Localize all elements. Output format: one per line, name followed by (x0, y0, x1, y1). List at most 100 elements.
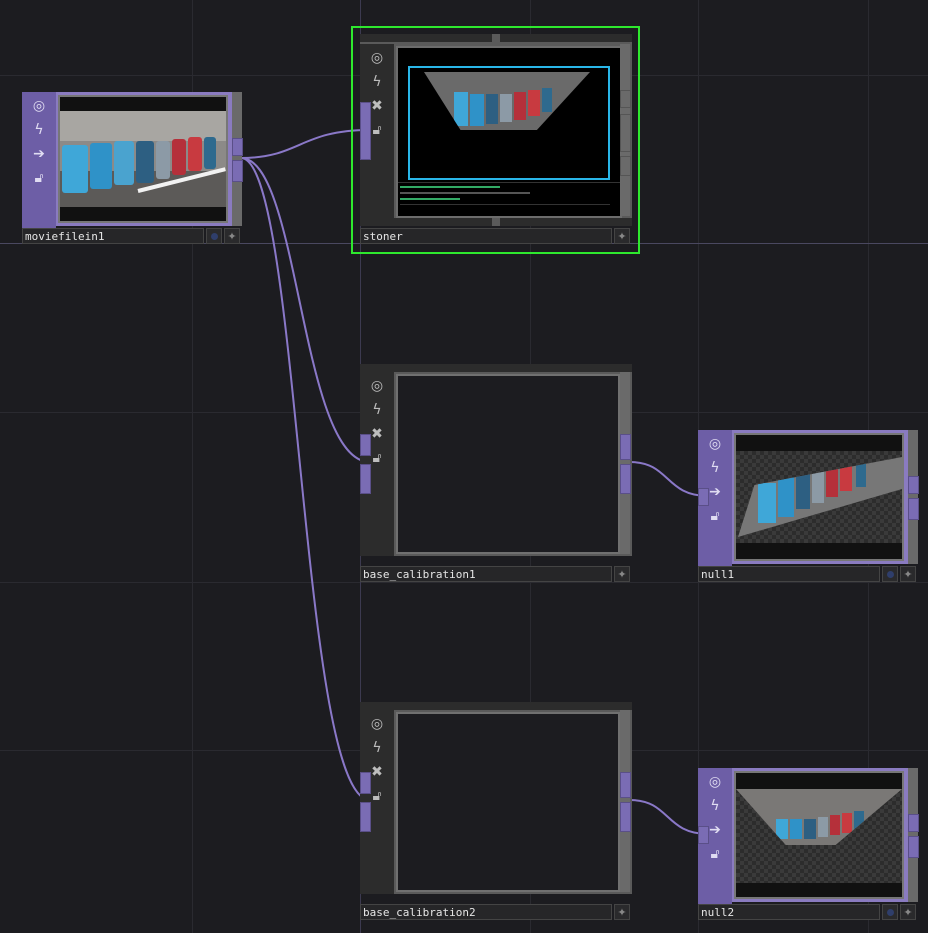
lock-icon[interactable]: 🔓︎ (372, 788, 382, 804)
output-connector[interactable] (620, 434, 631, 460)
node-viewer[interactable] (734, 433, 904, 561)
wire-base-calibration1-null1 (629, 461, 709, 497)
viewer-dot-icon (886, 908, 894, 916)
node-label[interactable]: null1 (698, 566, 880, 582)
viewer-toggle-button[interactable] (206, 228, 222, 244)
wire-base-calibration2-null2 (629, 799, 709, 835)
lock-icon[interactable]: 🔓︎ (34, 170, 44, 186)
viewer-active-icon[interactable]: ◎ (32, 98, 46, 114)
input-connector[interactable] (360, 772, 371, 794)
node-options-button[interactable]: ✦ (900, 904, 916, 920)
top-tab (500, 34, 632, 42)
output-connector[interactable] (620, 802, 631, 832)
lock-icon[interactable]: 🔓︎ (710, 508, 720, 524)
bypass-icon[interactable]: ϟ (372, 402, 382, 418)
display-arrow-icon[interactable]: ➔ (709, 822, 721, 838)
node-label[interactable]: base_calibration2 (360, 904, 612, 920)
cook-clear-icon[interactable]: ✖ (371, 764, 383, 780)
bypass-icon[interactable]: ϟ (372, 74, 382, 90)
output-connector[interactable] (620, 464, 631, 494)
node-stoner[interactable]: ◎ ϟ ✖ 🔓︎ stoner ✦ (360, 34, 632, 246)
bypass-icon[interactable]: ϟ (372, 740, 382, 756)
node-options-button[interactable]: ✦ (900, 566, 916, 582)
lock-icon[interactable]: 🔓︎ (710, 846, 720, 862)
viewer-active-icon[interactable]: ◎ (370, 378, 384, 394)
node-null2[interactable]: ◎ ϟ ➔ 🔓︎ null2 ✦ (698, 768, 919, 920)
viewer-dot-icon (210, 232, 218, 240)
selection-highlight (351, 26, 640, 254)
input-connector[interactable] (360, 802, 371, 832)
bottom-tab (500, 218, 632, 226)
output-connector[interactable] (908, 814, 919, 832)
viewer-active-icon[interactable]: ◎ (708, 436, 722, 452)
input-connector[interactable] (698, 488, 709, 506)
output-connector[interactable] (620, 156, 631, 176)
output-strip (620, 372, 630, 554)
input-connector[interactable] (360, 464, 371, 494)
viewer-active-icon[interactable]: ◎ (708, 774, 722, 790)
node-label[interactable]: stoner (360, 228, 612, 244)
cook-clear-icon[interactable]: ✖ (371, 426, 383, 442)
node-null1[interactable]: ◎ ϟ ➔ 🔓︎ null1 ✦ (698, 430, 919, 582)
output-connector[interactable] (908, 836, 919, 858)
plus-icon: ✦ (227, 229, 237, 243)
node-base-calibration1[interactable]: ◎ ϟ ✖ 🔓︎ base_calibration1 ✦ (360, 364, 632, 584)
output-connector[interactable] (620, 772, 631, 798)
plus-icon: ✦ (617, 229, 627, 243)
node-base-calibration2[interactable]: ◎ ϟ ✖ 🔓︎ base_calibration2 ✦ (360, 702, 632, 922)
input-connector[interactable] (360, 102, 371, 160)
output-connector[interactable] (908, 476, 919, 494)
plus-icon: ✦ (903, 905, 913, 919)
lock-icon[interactable]: 🔓︎ (372, 450, 382, 466)
plus-icon: ✦ (617, 905, 627, 919)
node-viewer[interactable] (396, 46, 622, 218)
viewer-toggle-button[interactable] (882, 904, 898, 920)
input-connector[interactable] (360, 434, 371, 456)
node-viewer[interactable] (396, 374, 620, 554)
viewer-dot-icon (886, 570, 894, 578)
input-connector[interactable] (698, 826, 709, 844)
node-options-button[interactable]: ✦ (614, 566, 630, 582)
lock-icon[interactable]: 🔓︎ (372, 122, 382, 138)
node-label[interactable]: moviefilein1 (22, 228, 204, 244)
node-label[interactable]: null2 (698, 904, 880, 920)
output-connector[interactable] (232, 138, 243, 156)
cook-clear-icon[interactable]: ✖ (371, 98, 383, 114)
node-options-button[interactable]: ✦ (614, 228, 630, 244)
viewer-toggle-button[interactable] (882, 566, 898, 582)
bypass-icon[interactable]: ϟ (34, 122, 44, 138)
thumbnail-image (60, 111, 226, 207)
output-connector[interactable] (620, 114, 631, 152)
output-connector[interactable] (908, 498, 919, 520)
output-connector[interactable] (232, 160, 243, 182)
top-tab (360, 702, 632, 710)
top-tab (360, 34, 492, 42)
node-options-button[interactable]: ✦ (224, 228, 240, 244)
plus-icon: ✦ (903, 567, 913, 581)
output-strip (908, 430, 918, 564)
display-arrow-icon[interactable]: ➔ (33, 146, 45, 162)
viewer-active-icon[interactable]: ◎ (370, 716, 384, 732)
thumbnail-image (736, 789, 902, 883)
node-options-button[interactable]: ✦ (614, 904, 630, 920)
bypass-icon[interactable]: ϟ (710, 798, 720, 814)
wire-moviefilein1-base-calibration2 (240, 157, 371, 801)
viewer-active-icon[interactable]: ◎ (370, 50, 384, 66)
node-moviefilein1[interactable]: ◎ ϟ ➔ 🔓︎ moviefilein1 ✦ (22, 92, 243, 244)
output-connector[interactable] (620, 90, 631, 108)
bypass-icon[interactable]: ϟ (710, 460, 720, 476)
display-arrow-icon[interactable]: ➔ (709, 484, 721, 500)
thumbnail-image (736, 451, 902, 543)
calibration-frame (408, 66, 610, 180)
node-viewer[interactable] (58, 95, 228, 223)
flag-column: ◎ ϟ ➔ 🔓︎ (22, 92, 56, 228)
node-label[interactable]: base_calibration1 (360, 566, 612, 582)
output-strip (232, 92, 242, 226)
bottom-tab (360, 218, 492, 226)
output-strip (620, 710, 630, 892)
node-viewer[interactable] (734, 771, 904, 899)
grid-line (192, 0, 193, 933)
grid-line (0, 582, 928, 583)
node-viewer[interactable] (396, 712, 620, 892)
output-strip (908, 768, 918, 902)
